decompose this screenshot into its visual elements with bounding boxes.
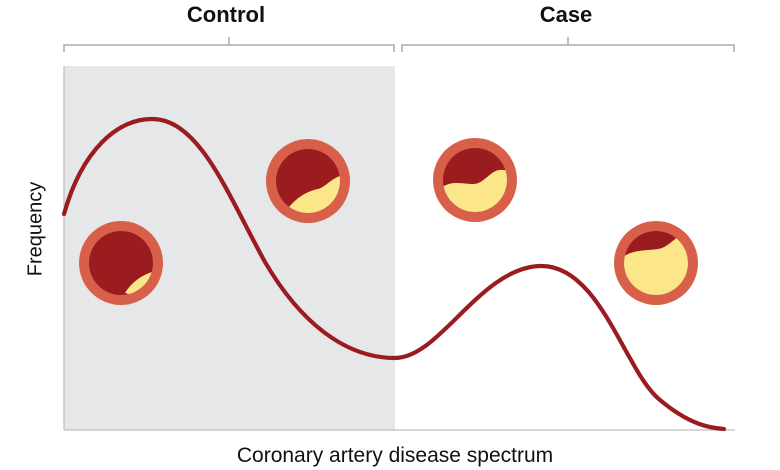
- x-axis-label: Coronary artery disease spectrum: [236, 444, 554, 467]
- case-label: Case: [539, 2, 593, 27]
- vessel-cross-section-small-plaque: [266, 139, 350, 223]
- vessel-cross-section-minimal-plaque: [79, 221, 163, 305]
- frequency-curve: [61, 116, 727, 432]
- case-bracket: [401, 37, 735, 52]
- vessel-cross-section-severe-plaque: [614, 221, 698, 305]
- control-label: Control: [186, 2, 266, 27]
- y-axis-label: Frequency: [24, 181, 47, 277]
- control-bracket: [63, 37, 395, 52]
- vessel-cross-section-moderate-plaque: [433, 138, 517, 222]
